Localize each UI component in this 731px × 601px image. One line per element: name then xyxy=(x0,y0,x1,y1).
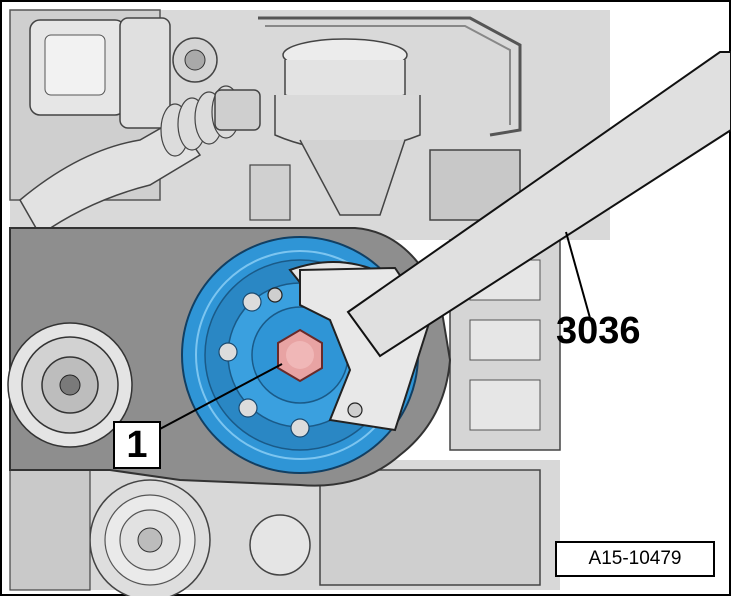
reference-code-box: A15-10479 xyxy=(555,541,715,577)
callout-tool-label: 3036 xyxy=(556,310,641,352)
leader-line-1 xyxy=(157,363,283,431)
callout-1-box: 1 xyxy=(113,421,161,469)
leader-line-tool xyxy=(565,231,591,319)
callout-1-label: 1 xyxy=(126,423,148,466)
tool-3036-handle xyxy=(346,51,731,358)
upper-engine-parts xyxy=(9,9,610,240)
tensioner-pulley xyxy=(7,322,133,448)
reference-code: A15-10479 xyxy=(588,548,682,569)
